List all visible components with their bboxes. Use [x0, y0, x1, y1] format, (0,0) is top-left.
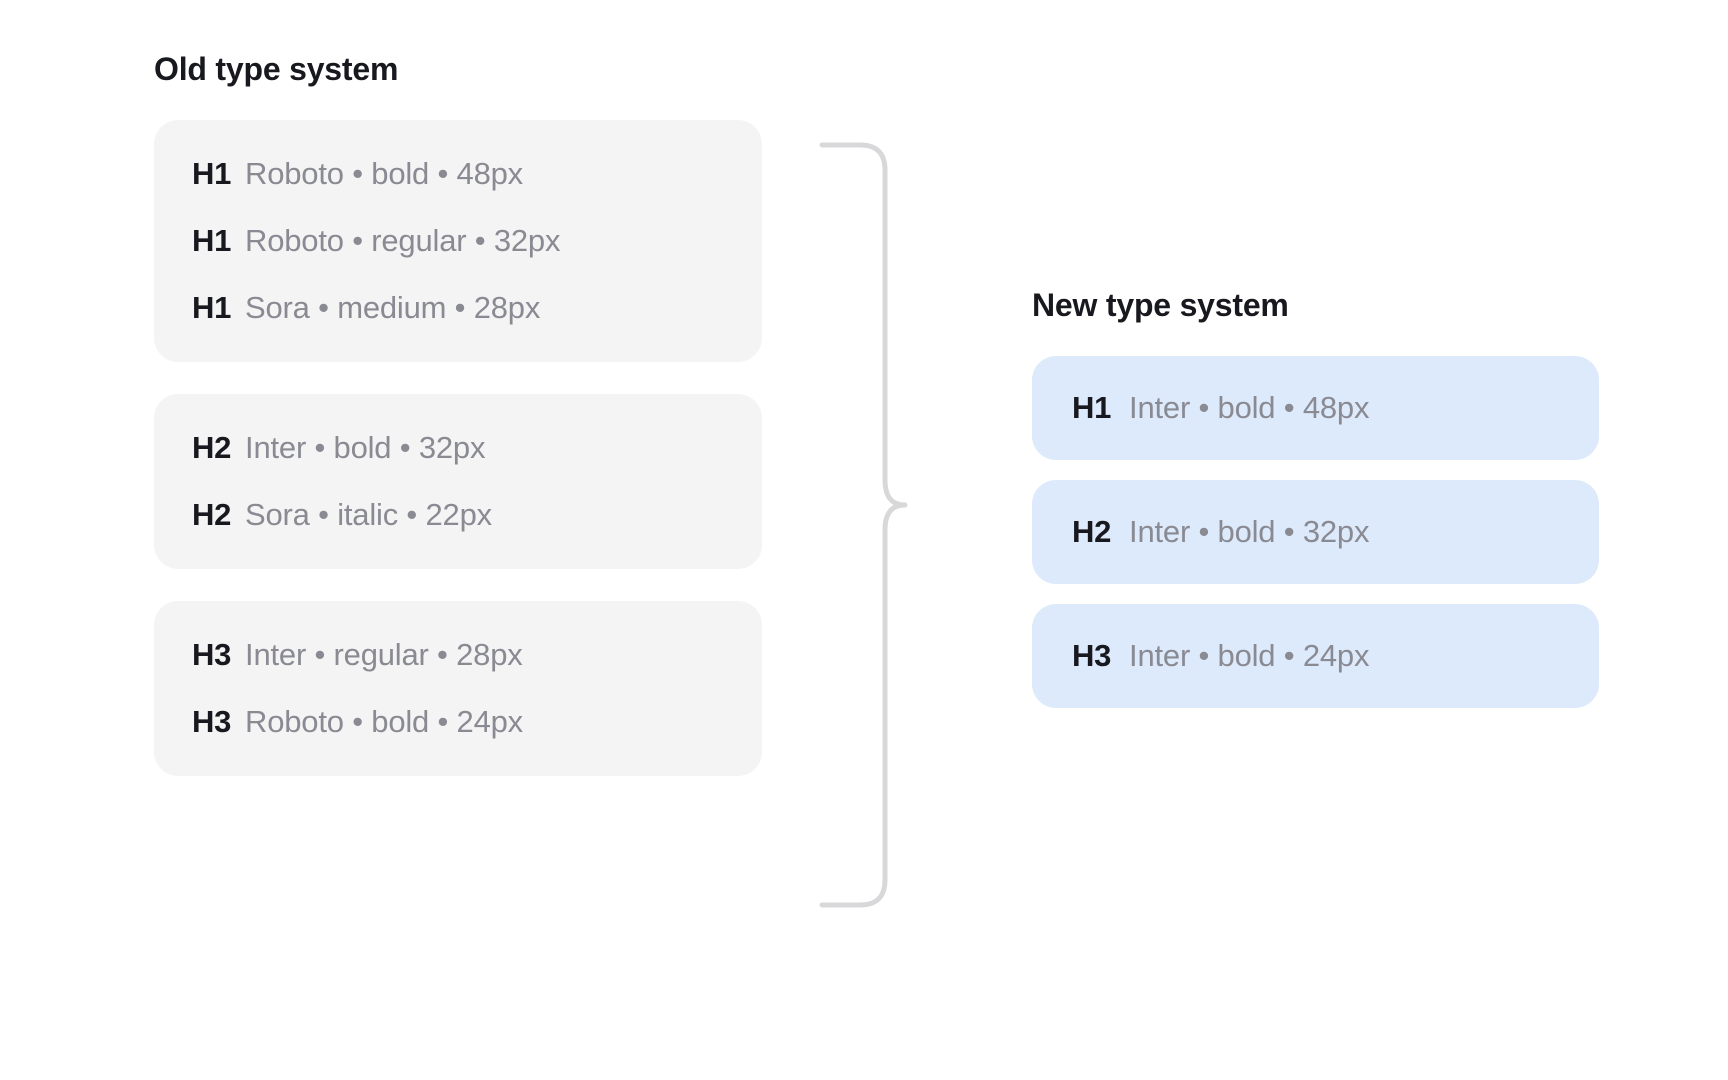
type-tag: H1	[1072, 390, 1112, 426]
old-type-system-column: Old type system H1 Roboto • bold • 48px …	[154, 51, 764, 777]
type-row[interactable]: H2 Sora • italic • 22px	[192, 497, 724, 533]
type-row[interactable]: H1 Roboto • regular • 32px	[192, 223, 724, 259]
type-spec: Inter • bold • 32px	[1129, 514, 1370, 550]
type-spec: Inter • bold • 24px	[1129, 638, 1370, 674]
new-type-system-title: New type system	[1032, 287, 1289, 323]
type-spec: Inter • regular • 28px	[245, 637, 523, 673]
type-spec: Sora • medium • 28px	[245, 290, 541, 326]
type-row[interactable]: H3 Roboto • bold • 24px	[192, 704, 724, 740]
type-spec: Roboto • bold • 48px	[245, 156, 523, 192]
new-card-h1[interactable]: H1 Inter • bold • 48px	[1032, 356, 1599, 461]
new-card-h3[interactable]: H3 Inter • bold • 24px	[1032, 604, 1599, 709]
old-card-h1[interactable]: H1 Roboto • bold • 48px H1 Roboto • regu…	[154, 120, 762, 363]
type-spec: Inter • bold • 32px	[245, 430, 486, 466]
type-tag: H3	[192, 637, 232, 673]
type-tag: H1	[192, 156, 232, 192]
type-spec: Roboto • regular • 32px	[245, 223, 561, 259]
type-row[interactable]: H2 Inter • bold • 32px	[192, 430, 724, 466]
old-type-system-title: Old type system	[154, 51, 399, 87]
curly-brace-connector-icon	[819, 142, 908, 908]
type-tag: H1	[192, 223, 232, 259]
type-spec: Roboto • bold • 24px	[245, 704, 523, 740]
type-row[interactable]: H3 Inter • bold • 24px	[1072, 638, 1559, 674]
old-card-h3[interactable]: H3 Inter • regular • 28px H3 Roboto • bo…	[154, 601, 762, 777]
type-row[interactable]: H3 Inter • regular • 28px	[192, 637, 724, 673]
type-tag: H2	[1072, 514, 1112, 550]
type-spec: Sora • italic • 22px	[245, 497, 492, 533]
type-row[interactable]: H2 Inter • bold • 32px	[1072, 514, 1559, 550]
type-spec: Inter • bold • 48px	[1129, 390, 1370, 426]
old-card-h2[interactable]: H2 Inter • bold • 32px H2 Sora • italic …	[154, 394, 762, 570]
type-tag: H3	[1072, 638, 1112, 674]
type-tag: H2	[192, 430, 232, 466]
type-tag: H1	[192, 290, 232, 326]
type-row[interactable]: H1 Roboto • bold • 48px	[192, 156, 724, 192]
type-row[interactable]: H1 Sora • medium • 28px	[192, 290, 724, 326]
new-card-h2[interactable]: H2 Inter • bold • 32px	[1032, 480, 1599, 585]
type-tag: H2	[192, 497, 232, 533]
new-type-system-column: New type system H1 Inter • bold • 48px H…	[1032, 287, 1602, 709]
type-row[interactable]: H1 Inter • bold • 48px	[1072, 390, 1559, 426]
type-tag: H3	[192, 704, 232, 740]
